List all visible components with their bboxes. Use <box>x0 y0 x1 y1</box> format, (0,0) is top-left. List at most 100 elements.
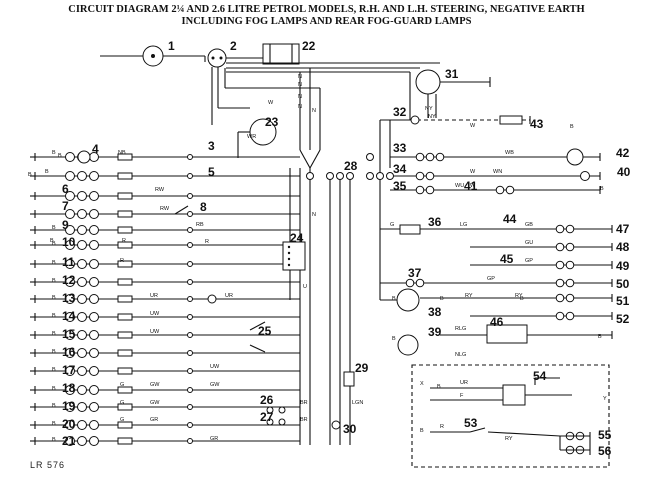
lamp <box>565 242 575 252</box>
component-number-45: 45 <box>500 252 514 266</box>
lamp <box>89 385 99 395</box>
lamp <box>89 330 99 340</box>
cable-code: Y <box>603 396 607 402</box>
cable-code: WN <box>493 169 502 175</box>
lamp <box>415 171 425 181</box>
component-number-24: 24 <box>290 231 304 245</box>
component-number-23: 23 <box>265 115 279 129</box>
lamp <box>495 185 505 195</box>
cable-code: WR <box>247 134 256 140</box>
lamp <box>77 209 87 219</box>
cable-code: B <box>58 153 62 159</box>
component-number-44: 44 <box>503 212 517 226</box>
component-2-ignition-switch <box>207 48 227 68</box>
switches <box>77 150 355 430</box>
component-number-18: 18 <box>62 381 76 395</box>
connector <box>117 241 133 249</box>
component-number-16: 16 <box>62 345 76 359</box>
cable-code: RY <box>505 436 513 442</box>
cable-code: RB <box>196 222 204 228</box>
cable-code: N <box>312 212 316 218</box>
cable-code: B <box>52 349 56 355</box>
component-number-56: 56 <box>598 444 612 458</box>
cable-code: B <box>52 278 56 284</box>
component-number-33: 33 <box>393 141 407 155</box>
diagram-title-line-2: INCLUDING FOG LAMPS AND REAR FOG-GUARD L… <box>181 16 472 27</box>
right-row <box>390 172 601 180</box>
component-24-flasher <box>282 241 306 271</box>
lamp <box>65 312 75 322</box>
cable-code: R <box>120 258 124 264</box>
component-number-40: 40 <box>617 165 631 179</box>
cable-code: NB <box>118 150 126 156</box>
junction <box>366 172 374 180</box>
cable-code: UW <box>150 329 160 335</box>
lamp <box>89 436 99 446</box>
component-number-11: 11 <box>62 255 75 269</box>
terminal <box>187 387 193 393</box>
top-harness <box>100 43 491 169</box>
right-row <box>390 153 601 161</box>
lamp <box>65 436 75 446</box>
cable-code: N <box>312 108 316 114</box>
lamp <box>425 171 435 181</box>
lamp <box>77 240 87 250</box>
lamp <box>425 152 435 162</box>
cable-code: F <box>460 393 464 399</box>
lamp <box>65 402 75 412</box>
lamp <box>89 171 99 181</box>
component-number-20: 20 <box>62 417 76 431</box>
cable-code: B <box>392 296 396 302</box>
lamp <box>89 420 99 430</box>
connector <box>117 403 133 411</box>
right-row <box>380 279 613 287</box>
terminal <box>187 173 193 179</box>
component-number-41: 41 <box>464 179 478 193</box>
lamp <box>565 224 575 234</box>
terminal <box>187 279 193 285</box>
terminal <box>187 438 193 444</box>
left-row <box>30 436 300 446</box>
component-number-38: 38 <box>428 305 442 319</box>
component-29-switch <box>343 371 355 387</box>
connector <box>117 421 133 429</box>
left-row <box>30 152 300 162</box>
terminal <box>187 314 193 320</box>
cable-code: UR <box>150 293 158 299</box>
cable-code: N <box>298 94 302 100</box>
lamp <box>77 191 87 201</box>
component-number-8: 8 <box>200 200 207 214</box>
right-row <box>470 243 613 251</box>
lamp <box>77 436 87 446</box>
right-components <box>306 115 590 455</box>
component-number-34: 34 <box>393 162 407 176</box>
connector <box>117 226 133 234</box>
right-lamp-rows <box>306 115 613 455</box>
lamp <box>77 420 87 430</box>
lamp <box>555 224 565 234</box>
component-4-horn <box>77 150 91 164</box>
cable-code: BR <box>300 400 308 406</box>
cable-code: UR <box>460 380 468 386</box>
component-42-socket <box>566 148 584 166</box>
terminal <box>187 211 193 217</box>
junction <box>366 153 374 161</box>
cable-code: G <box>120 400 124 406</box>
junction <box>336 172 344 180</box>
left-row <box>30 171 300 181</box>
component-22-fuse-box <box>262 43 300 65</box>
component-number-9: 9 <box>62 218 69 232</box>
lamp <box>65 240 75 250</box>
lamp <box>415 152 425 162</box>
lamp <box>77 171 87 181</box>
connector <box>117 313 133 321</box>
component-number-30: 30 <box>343 422 357 436</box>
component-number-1: 1 <box>168 39 175 53</box>
left-row <box>30 420 300 430</box>
cable-code: N <box>298 104 302 110</box>
cable-code: NY <box>425 106 433 112</box>
connector <box>117 386 133 394</box>
cable-code: N <box>298 74 302 80</box>
lamp <box>555 278 565 288</box>
